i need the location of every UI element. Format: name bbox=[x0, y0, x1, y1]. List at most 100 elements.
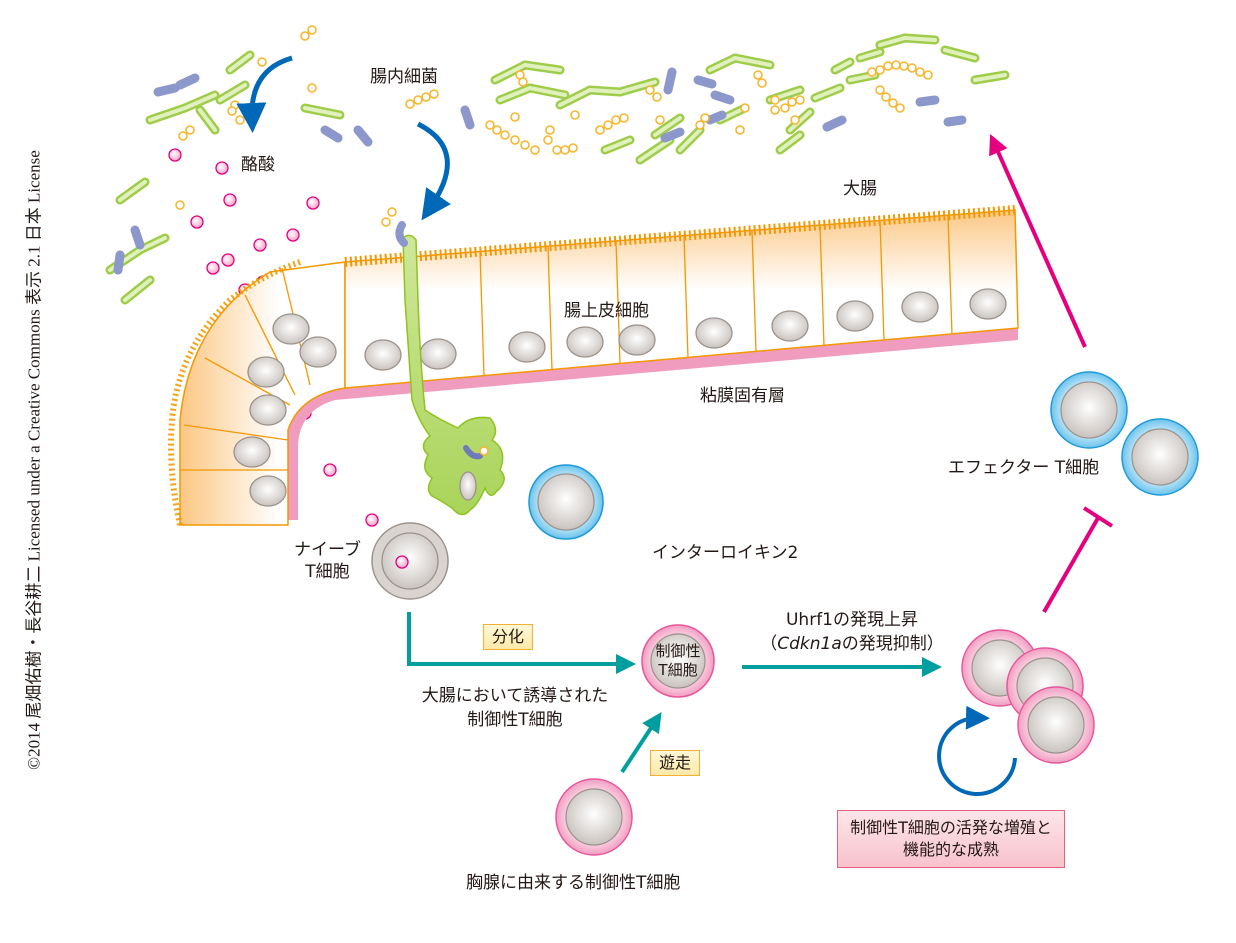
coccus-bacterium bbox=[429, 89, 439, 99]
coccus-bacterium bbox=[700, 113, 710, 123]
butyrate-molecule bbox=[206, 261, 220, 275]
butyrate-molecule bbox=[253, 238, 267, 252]
coccus-bacterium bbox=[387, 207, 397, 217]
thymic-treg-cell bbox=[555, 778, 633, 856]
epithelial-cell-border bbox=[683, 235, 689, 358]
label-treg-cell: 制御性 T細胞 bbox=[649, 642, 707, 680]
purple-bacterium bbox=[705, 110, 727, 125]
butyrate-molecule bbox=[215, 161, 229, 175]
coccus-bacterium bbox=[899, 61, 909, 71]
butyrate-molecule bbox=[190, 215, 204, 229]
label-induced-line1: 大腸において誘導された bbox=[421, 686, 609, 706]
purple-bacterium bbox=[693, 75, 717, 89]
purple-bacterium bbox=[915, 95, 940, 107]
coccus-bacterium bbox=[595, 125, 605, 135]
coccus-bacterium bbox=[307, 25, 317, 35]
green-bacterium-highlight bbox=[138, 236, 167, 252]
coccus-bacterium bbox=[867, 67, 877, 77]
coccus-bacterium bbox=[881, 92, 891, 102]
green-bacterium-highlight bbox=[903, 36, 937, 42]
label-induced-treg: 大腸において誘導された 制御性T細胞 bbox=[400, 684, 630, 732]
epithelial-cell-border bbox=[751, 230, 757, 352]
tag-migration: 遊走 bbox=[650, 750, 701, 776]
purple-bacterium bbox=[353, 125, 373, 147]
epithelial-cell-border bbox=[547, 246, 553, 370]
label-uhrf1-rest: の発現抑制） bbox=[841, 634, 944, 654]
label-naive-line2: T細胞 bbox=[305, 562, 350, 582]
label-uhrf1: Uhrf1の発現上昇 （Cdkn1aの発現抑制） bbox=[742, 608, 962, 656]
green-bacterium-highlight bbox=[618, 80, 657, 94]
proliferation-callout: 制御性T細胞の活発な増殖と 機能的な成熟 bbox=[837, 810, 1065, 868]
epithelial-nucleus bbox=[233, 436, 271, 468]
coccus-bacterium bbox=[875, 85, 885, 95]
coccus-bacterium bbox=[753, 70, 763, 80]
coccus-bacterium bbox=[485, 120, 495, 130]
green-bacterium-highlight bbox=[878, 36, 907, 47]
green-bacterium-highlight bbox=[228, 53, 252, 72]
butyrate-molecule bbox=[221, 253, 235, 267]
green-bacterium-highlight bbox=[588, 88, 622, 94]
coccus-bacterium bbox=[405, 99, 415, 109]
callout-line1: 制御性T細胞の活発な増殖と bbox=[850, 818, 1052, 837]
green-bacterium-highlight bbox=[813, 86, 842, 100]
purple-bacterium bbox=[130, 225, 145, 250]
green-bacterium-highlight bbox=[858, 50, 882, 60]
paren-open: （ bbox=[760, 634, 778, 654]
coccus-bacterium bbox=[510, 112, 520, 122]
epithelial-nucleus bbox=[836, 300, 874, 332]
coccus-bacterium bbox=[795, 95, 805, 105]
coccus-bacterium bbox=[923, 70, 933, 80]
label-butyrate: 酪酸 bbox=[241, 155, 275, 175]
coccus-bacterium bbox=[883, 61, 893, 71]
coccus-bacterium bbox=[552, 145, 562, 155]
treg-cell bbox=[641, 624, 715, 698]
epithelial-nucleus bbox=[566, 326, 604, 358]
epithelial-cell-border bbox=[819, 225, 825, 346]
green-bacterium-highlight bbox=[833, 60, 852, 72]
proliferating-treg-cluster bbox=[961, 629, 1095, 764]
naive-t-cell bbox=[371, 522, 449, 600]
green-bacterium-highlight bbox=[183, 93, 217, 110]
arrow-migration bbox=[620, 711, 662, 774]
coccus-bacterium bbox=[560, 145, 570, 155]
purple-bacterium bbox=[822, 115, 847, 132]
coccus-bacterium bbox=[603, 120, 613, 130]
label-interleukin2: インターロイキン2 bbox=[652, 543, 799, 563]
label-effector-t-cell: エフェクター T細胞 bbox=[948, 458, 1100, 478]
epithelial-nucleus bbox=[419, 338, 457, 370]
dendritic-cell bbox=[395, 221, 505, 516]
label-gut-bacteria: 腸内細菌 bbox=[370, 67, 438, 87]
inhibition-line bbox=[1042, 517, 1100, 613]
green-bacterium-highlight bbox=[218, 83, 247, 102]
coccus-bacterium bbox=[257, 57, 267, 67]
coccus-bacterium bbox=[907, 63, 917, 73]
green-bacterium-highlight bbox=[778, 133, 802, 152]
green-bacterium-highlight bbox=[498, 86, 532, 102]
coccus-bacterium bbox=[875, 65, 885, 75]
epithelial-nucleus bbox=[299, 336, 337, 368]
coccus-bacterium bbox=[178, 131, 188, 141]
purple-bacterium bbox=[153, 83, 180, 97]
callout-line2: 機能的な成熟 bbox=[902, 840, 999, 859]
label-induced-line2: 制御性T細胞 bbox=[467, 710, 563, 730]
coccus-bacterium bbox=[530, 145, 540, 155]
epithelial-cell-border bbox=[479, 251, 485, 376]
green-bacterium-highlight bbox=[603, 138, 632, 152]
coccus-bacterium bbox=[307, 83, 317, 93]
green-bacterium-highlight bbox=[638, 138, 672, 162]
effector-t-cells bbox=[1050, 371, 1199, 496]
coccus-bacterium bbox=[611, 115, 621, 125]
coccus-bacterium bbox=[619, 113, 629, 123]
copyright-notice: ©2014 尾畑佑樹・長谷耕二 Licensed under a Creativ… bbox=[24, 150, 44, 770]
epithelial-nucleus bbox=[249, 475, 287, 507]
coccus-bacterium bbox=[888, 98, 898, 108]
epithelial-nucleus bbox=[364, 339, 402, 371]
coccus-bacterium bbox=[770, 105, 780, 115]
coccus-bacterium bbox=[570, 110, 580, 120]
coccus-bacterium bbox=[780, 103, 790, 113]
green-bacterium-highlight bbox=[493, 63, 527, 82]
green-bacterium-highlight bbox=[733, 56, 772, 67]
coccus-bacterium bbox=[770, 95, 780, 105]
coccus-bacterium bbox=[568, 143, 578, 153]
